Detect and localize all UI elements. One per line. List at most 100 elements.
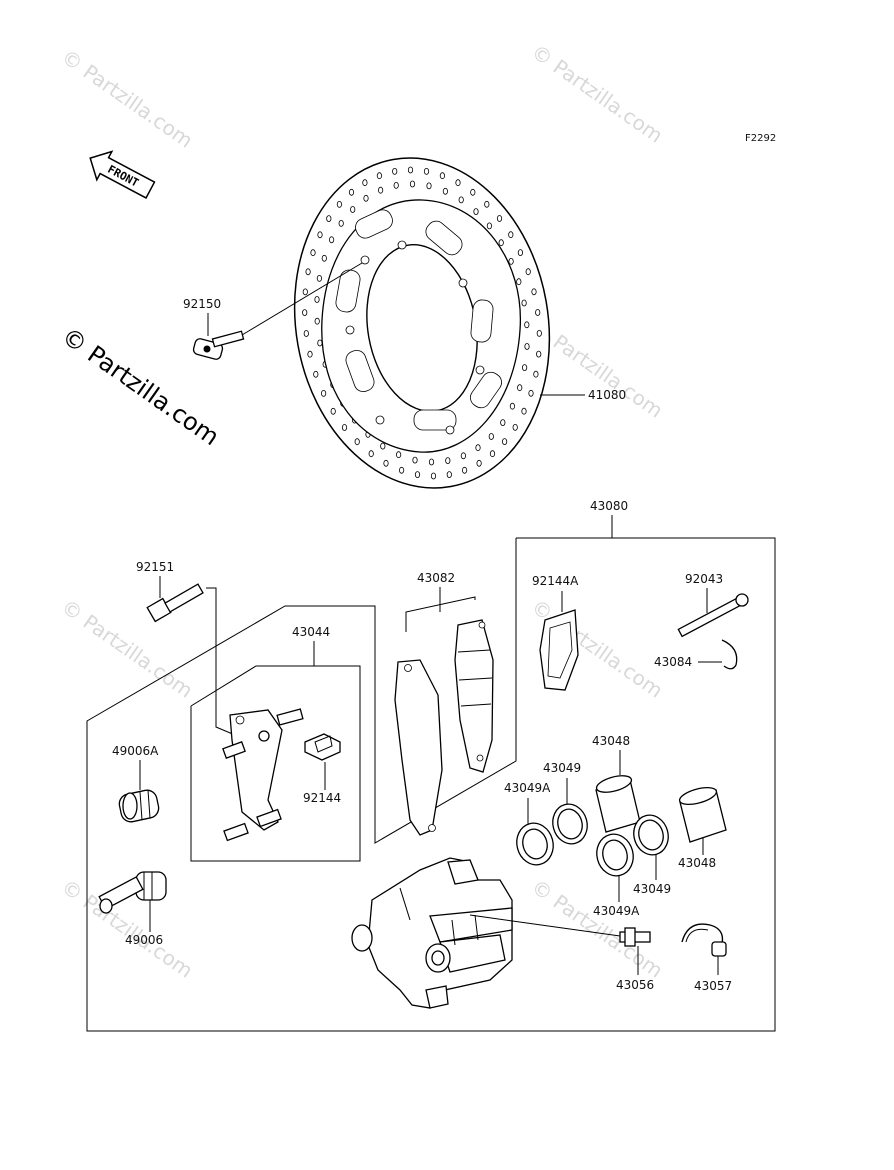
- disc-hole: [321, 254, 327, 262]
- piston-right: [678, 786, 727, 843]
- brake-pad-left: [394, 659, 443, 836]
- disc-hole: [314, 317, 320, 325]
- bleeder-valve: [619, 927, 651, 947]
- piston-upper: [595, 775, 641, 833]
- disc-hole: [430, 472, 437, 480]
- disc-hole: [316, 274, 322, 282]
- disc-hole: [363, 194, 369, 202]
- reference-code: F2292: [745, 133, 776, 144]
- disc-hole: [313, 370, 319, 378]
- disc-hole: [326, 215, 332, 223]
- disc-hole: [393, 181, 399, 189]
- disc-hole: [442, 187, 448, 195]
- caliper-body: [351, 857, 513, 1009]
- disc-hole: [317, 231, 323, 239]
- part-label-43048-lower: 43048: [678, 856, 716, 870]
- disc-hole: [536, 350, 542, 358]
- disc-hole: [303, 330, 309, 337]
- disc-hole: [354, 438, 360, 446]
- disc-hole: [461, 466, 468, 474]
- kit-frame-43080: [86, 537, 776, 1032]
- disc-hole: [341, 424, 348, 431]
- part-label-43049-lower: 43049: [633, 882, 671, 896]
- disc-hole: [525, 268, 531, 276]
- pad-pin: [677, 593, 749, 638]
- part-label-43049-upper: 43049: [543, 761, 581, 775]
- disc-hole: [512, 423, 518, 431]
- disc-hole: [521, 364, 528, 372]
- disc-hole: [368, 450, 374, 458]
- part-label-49006: 49006: [125, 933, 163, 947]
- disc-hole: [536, 329, 542, 337]
- front-arrow-icon: FRONT: [89, 150, 156, 199]
- part-label-43084: 43084: [654, 655, 692, 669]
- disc-hole: [528, 389, 534, 397]
- part-label-92144A: 92144A: [532, 574, 579, 588]
- disc-hole: [489, 450, 496, 458]
- disc-hole: [310, 249, 316, 257]
- part-label-92150: 92150: [183, 297, 221, 311]
- part-label-43080: 43080: [590, 499, 628, 513]
- disc-hole: [473, 208, 479, 216]
- disc-hole: [428, 458, 435, 466]
- disc-hole: [320, 389, 327, 397]
- disc-hole: [423, 167, 430, 175]
- disc-hole: [426, 182, 432, 190]
- part-label-92144: 92144: [303, 791, 341, 805]
- disc-hole: [496, 215, 503, 222]
- caliper-bolt: [146, 583, 204, 623]
- part-label-49006A: 49006A: [112, 744, 159, 758]
- disc-hole: [521, 299, 527, 307]
- disc-hole: [516, 278, 522, 286]
- disc-hole: [446, 471, 452, 479]
- disc-hole: [509, 402, 516, 410]
- disc-hole: [470, 188, 476, 196]
- part-label-43056: 43056: [616, 978, 654, 992]
- disc-hole: [414, 471, 421, 479]
- disc-hole: [362, 179, 368, 187]
- disc-hole: [455, 179, 461, 187]
- disc-hole: [348, 188, 355, 196]
- caliper-bracket: [222, 708, 304, 842]
- disc-hole: [475, 444, 481, 452]
- part-label-43057: 43057: [694, 979, 732, 993]
- watermark: © Partzilla.com: [57, 44, 197, 152]
- disc-hole: [517, 384, 523, 392]
- part-label-43049A-lower: 43049A: [593, 904, 640, 918]
- disc-hole: [486, 222, 492, 230]
- disc-hole: [412, 456, 418, 464]
- disc-hole: [445, 457, 451, 465]
- disc-hole: [380, 442, 386, 450]
- disc-hole: [328, 236, 335, 244]
- disc-hole: [458, 196, 464, 204]
- disc-hole: [330, 407, 336, 415]
- disc-bolt: [192, 330, 245, 360]
- disc-hole: [501, 438, 508, 446]
- disc-hole: [524, 343, 530, 350]
- disc-hole: [395, 451, 402, 459]
- disc-hole: [484, 200, 490, 208]
- disc-hole: [377, 186, 384, 194]
- disc-hole: [302, 309, 308, 317]
- bleeder-cap: [681, 923, 727, 957]
- disc-hole: [302, 288, 308, 296]
- leader-line: [405, 596, 476, 632]
- disc-hole: [460, 452, 466, 460]
- disc-hole: [338, 219, 344, 227]
- part-label-43048-upper: 43048: [592, 734, 630, 748]
- watermark: © Partzilla.com: [57, 594, 197, 702]
- part-label-43044: 43044: [292, 625, 330, 639]
- disc-hole: [392, 167, 398, 175]
- disc-hole: [508, 231, 514, 239]
- disc-hole: [531, 288, 537, 296]
- pad-spring: [304, 733, 341, 761]
- brake-pad-right: [454, 619, 494, 773]
- disc-hole: [307, 350, 313, 358]
- part-label-43049A-upper: 43049A: [504, 781, 551, 795]
- disc-hole: [533, 370, 539, 378]
- leader-line: [241, 262, 363, 336]
- disc-hole: [409, 180, 416, 188]
- leader-line: [469, 914, 621, 937]
- disc-hole: [398, 466, 405, 474]
